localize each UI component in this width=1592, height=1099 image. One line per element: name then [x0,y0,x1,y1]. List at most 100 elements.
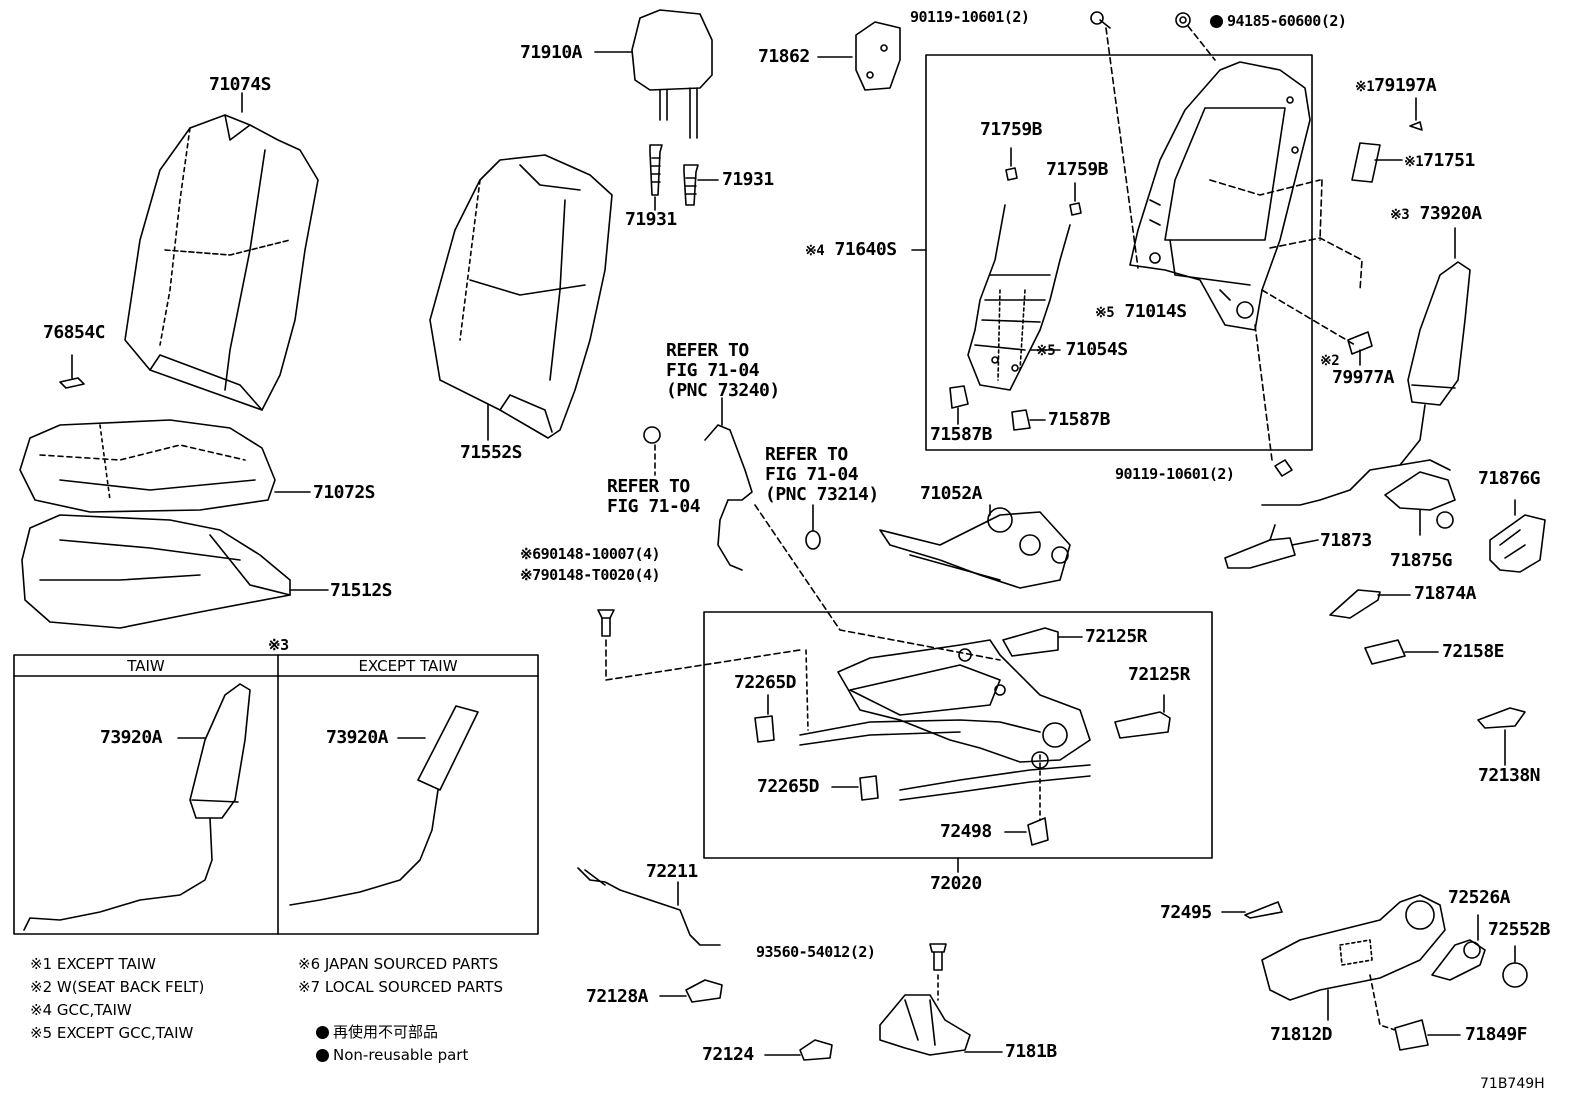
label-73920A: ※3 73920A [1390,204,1482,225]
label-73920A-except: 73920A [326,727,389,748]
label-71052A: 71052A [920,483,983,504]
label-71751-text: 71751 [1423,150,1475,171]
label-72526A: 72526A [1448,887,1511,908]
legend-japanese: 再使用不可部品 [316,1023,438,1041]
mark-1: ※1 [1355,79,1375,95]
inset-mark: ※3 [268,636,289,654]
note-1: ※1 EXCEPT TAIW [30,955,156,973]
dashed-guide-1 [1105,27,1139,269]
cover-71873 [1224,524,1296,569]
label-90148-b: ※790148-T0020(4) [520,566,661,584]
label-71875G: 71875G [1390,550,1453,571]
label-71054S-text: 71054S [1065,339,1129,360]
label-71862: 71862 [758,46,810,67]
seat-track-frame [799,639,1091,821]
refer-3-line-2: FIG 71-04 [765,464,859,485]
label-71074S: 71074S [209,74,272,95]
cap-72552B [1502,962,1528,988]
note-4: ※4 GCC,TAIW [30,1001,132,1019]
label-76854C: 76854C [43,322,106,343]
label-71072S: 71072S [313,482,376,503]
label-71640S: ※4 71640S [805,240,897,261]
cushion-cover-71072S [19,419,276,513]
label-7181B: 7181B [1005,1041,1057,1062]
refer-note-3: REFER TO FIG 71-04 (PNC 73214) [765,445,879,505]
mark-4: ※4 [805,243,825,259]
label-72128A: 72128A [586,986,649,1007]
airbag-taiw [23,683,251,931]
label-93560: 93560-54012(2) [756,943,876,961]
label-90148-b-text: 90148-T0020(4) [540,566,661,584]
legend-english-text: Non-reusable part [333,1046,469,1064]
refer-note-1: REFER TO FIG 71-04 (PNC 73240) [666,341,780,401]
leader-71873 [1291,539,1319,546]
inset-box [13,654,539,935]
label-71552S: 71552S [460,442,523,463]
grommet-refer-3 [805,530,821,550]
label-71640S-text: 71640S [834,239,898,260]
bracket-72265D-b [859,775,879,801]
dashed-guide-8 [754,504,1001,661]
non-reusable-dot-icon [316,1026,329,1039]
label-72211: 72211 [646,861,698,882]
rod-72211 [577,867,721,946]
cover-71875G [1384,471,1456,529]
cover-72138N [1477,707,1526,729]
dashed-guide-5 [1319,179,1323,241]
label-71849F: 71849F [1465,1024,1528,1045]
nut-71759B-a [1005,167,1018,181]
cover-72498 [1027,817,1049,846]
label-71931-a: 71931 [722,169,774,190]
bolt-refer-2 [643,426,661,444]
inset-header-except-taiw: EXCEPT TAIW [358,657,458,675]
cushion-pad-71512S [21,514,291,629]
dashed-guide-9 [605,639,801,681]
nut-71759B-b [1069,202,1082,216]
label-71874A: 71874A [1414,583,1477,604]
airbag-73920A [1261,261,1471,506]
cover-72495 [1244,901,1283,919]
label-72495: 72495 [1160,902,1212,923]
refer-1-line-1: REFER TO [666,340,749,361]
felt-79977A [1347,331,1373,355]
cover-71862 [855,21,901,91]
dashed-guide-3 [1261,289,1356,346]
side-shield-71812D [1261,894,1446,1031]
bolt-90119-top [1090,11,1111,29]
mark-2: ※2 [1320,353,1340,369]
mark-6: ※6 [520,545,541,563]
clip-72128A [685,979,723,1003]
dashed-guide-7 [1209,179,1321,196]
label-72020: 72020 [930,873,982,894]
label-72158E: 72158E [1442,641,1505,662]
refer-1-line-2: FIG 71-04 [666,360,760,381]
refer-2-line-2: FIG 71-04 [607,496,701,517]
label-71812D: 71812D [1270,1024,1333,1045]
seatbelt-buckle [704,424,753,571]
refer-2-line-1: REFER TO [607,476,690,497]
bracket-72125R-b [1114,711,1171,739]
label-94185: 94185-60600(2) [1210,12,1347,30]
label-79197A-text: 79197A [1374,75,1437,96]
note-7: ※7 LOCAL SOURCED PARTS [298,978,503,996]
label-71751: ※171751 [1404,151,1475,172]
mark-3: ※3 [1390,207,1410,223]
bolt-90119-bottom [1274,459,1293,477]
clip-79197A [1409,121,1423,131]
cover-72158E [1364,639,1406,665]
label-90119-bottom: 90119-10601(2) [1115,465,1235,483]
adjuster-71052A [879,507,1071,589]
label-71512S: 71512S [330,580,393,601]
lumbar-support-71054S [967,204,1071,391]
label-72125R-b: 72125R [1128,664,1191,685]
label-94185-text: 94185-60600(2) [1227,12,1347,30]
clip-71587B-a [949,385,969,409]
bolt-90148 [597,609,615,637]
airbag-except-taiw [289,705,479,906]
label-71587B-b: 71587B [1048,409,1111,430]
note-2: ※2 W(SEAT BACK FELT) [30,978,205,996]
note-6: ※6 JAPAN SOURCED PARTS [298,955,499,973]
mark-5b: ※5 [1036,343,1056,359]
refer-note-2: REFER TO FIG 71-04 [607,476,701,517]
